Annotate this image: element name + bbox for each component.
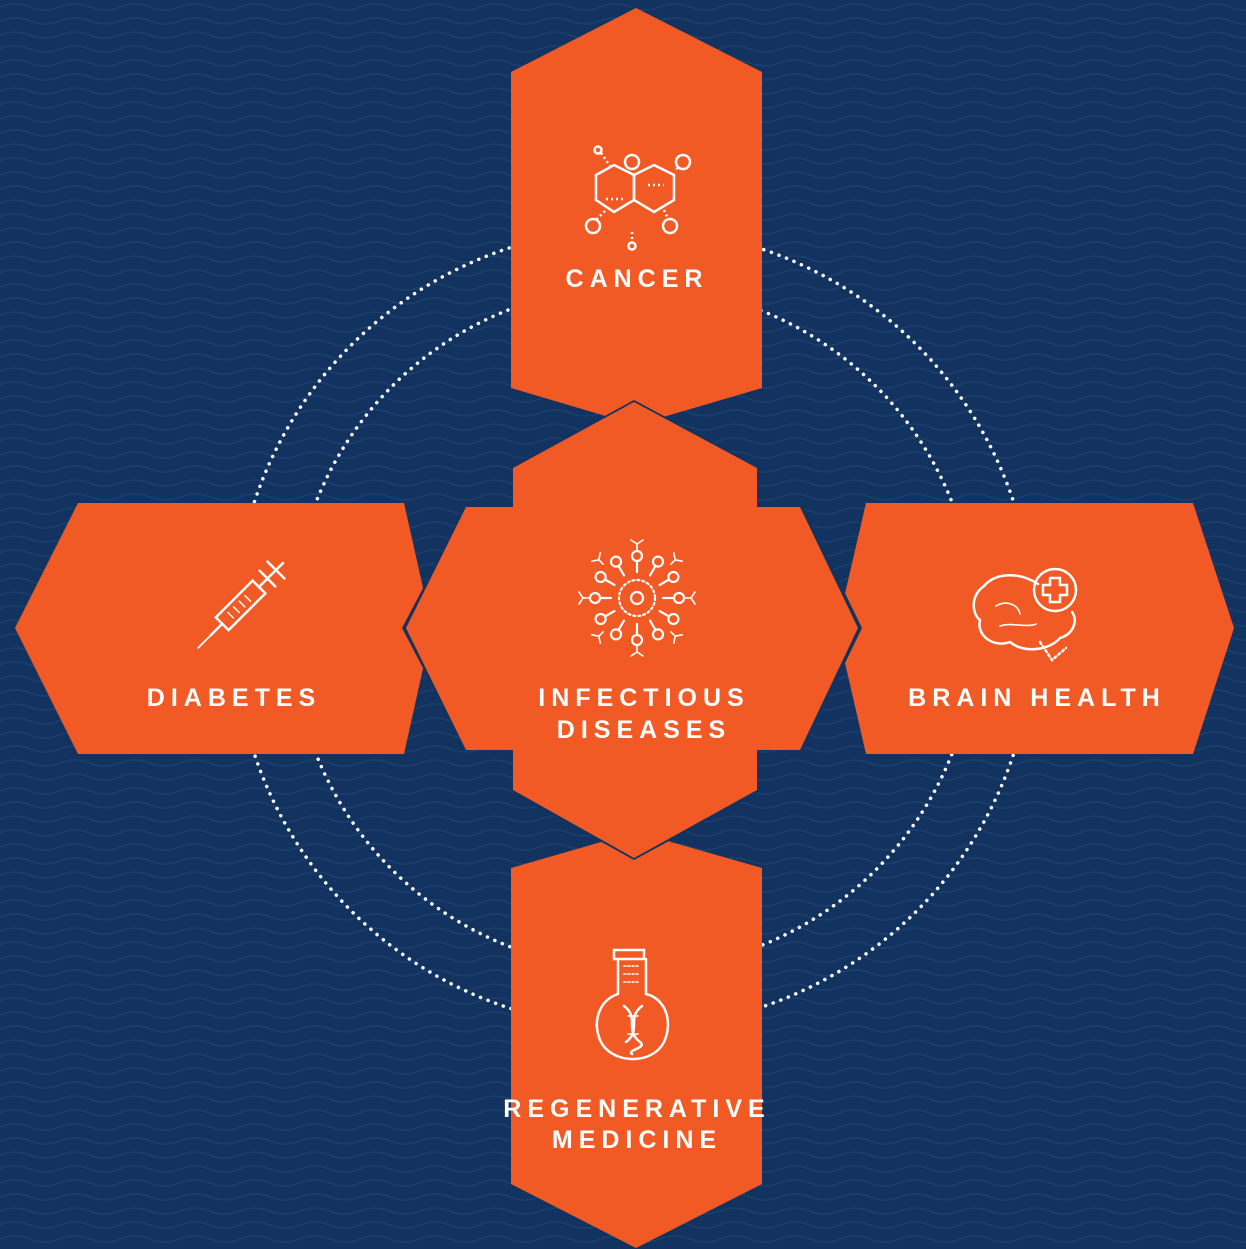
brain-plus-icon (972, 567, 1078, 662)
infectious-hexagon (406, 402, 858, 858)
cancer-hexagon (511, 8, 762, 425)
infectious-label-line2: DISEASES (557, 716, 731, 744)
diabetes-label: DIABETES (147, 684, 321, 712)
regen-label-line1: REGENERATIVE (503, 1095, 770, 1123)
syringe-icon (197, 560, 286, 649)
regen-label-line2: MEDICINE (552, 1126, 722, 1154)
brain-hexagon (837, 503, 1234, 754)
flask-dna-icon (595, 948, 670, 1061)
cancer-node[interactable]: CANCER (511, 8, 762, 425)
brain-node[interactable]: BRAIN HEALTH (837, 503, 1234, 754)
cancer-label: CANCER (566, 265, 709, 293)
regen-node[interactable]: REGENERATIVE MEDICINE (503, 832, 770, 1248)
diabetes-hexagon (15, 503, 432, 754)
diabetes-node[interactable]: DIABETES (15, 503, 432, 754)
brain-label: BRAIN HEALTH (908, 684, 1166, 712)
virus-icon (577, 539, 697, 658)
molecule-icon (584, 145, 692, 251)
infectious-node[interactable]: INFECTIOUS DISEASES (402, 400, 862, 860)
infectious-label-line1: INFECTIOUS (538, 684, 749, 712)
